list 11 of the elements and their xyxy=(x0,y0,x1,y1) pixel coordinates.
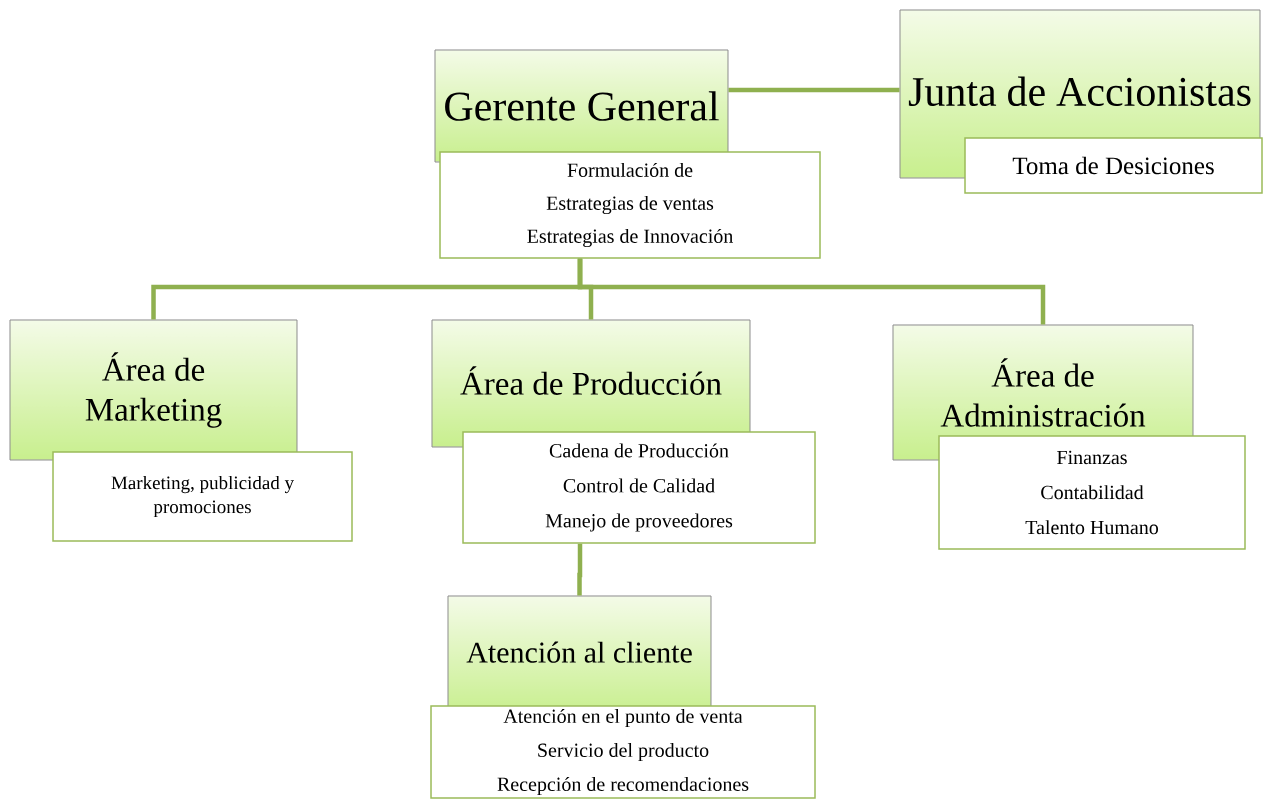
title-box: Gerente General xyxy=(434,49,729,163)
description-box: Marketing, publicidad y promociones xyxy=(52,451,353,542)
connector-line xyxy=(577,258,1046,325)
description-box: Formulación de Estrategias de ventas Estrategias de Innovación xyxy=(439,151,821,259)
description-box: Atención en el punto de venta Servicio del producto Recepción de recomendaciones xyxy=(430,705,816,799)
description-box: Toma de Desiciones xyxy=(964,137,1263,194)
connector-line xyxy=(577,543,583,596)
connector-line xyxy=(728,87,900,93)
title-box: Área de Marketing xyxy=(9,319,298,461)
description-box: Finanzas Contabilidad Talento Humano xyxy=(938,435,1246,550)
description-box: Cadena de Producción Control de Calidad Manejo de proveedores xyxy=(462,431,816,544)
